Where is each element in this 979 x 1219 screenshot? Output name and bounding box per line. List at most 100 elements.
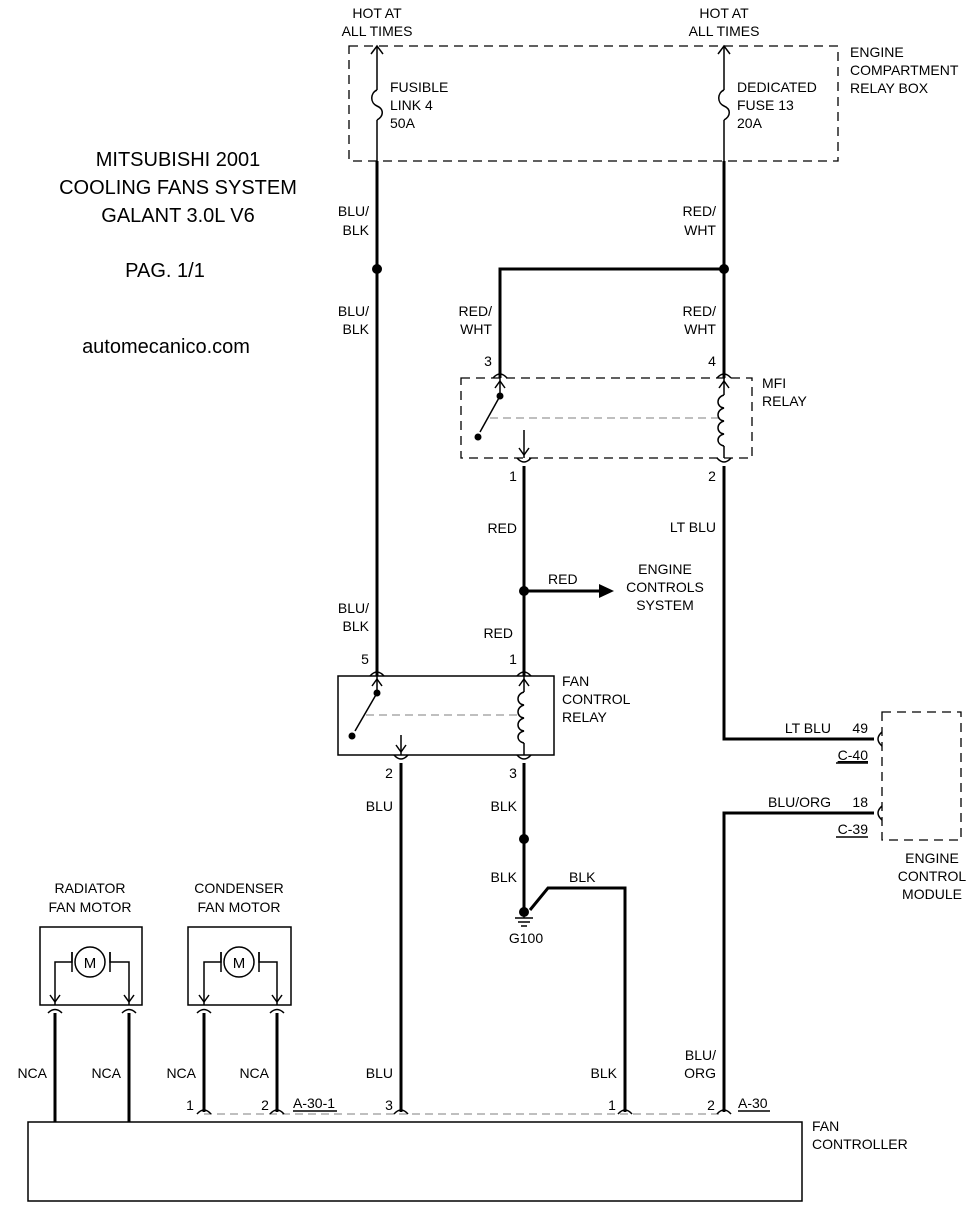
condenser-conn-a <box>196 1008 212 1014</box>
condenser-motor-label-1: CONDENSER <box>194 880 283 896</box>
fan-controller-label-1: FAN <box>812 1118 839 1134</box>
fan-controller-label-2: CONTROLLER <box>812 1136 908 1152</box>
fan-relay-pin-1: 1 <box>509 651 517 667</box>
fuse-left-label-3: 50A <box>390 115 416 131</box>
wire-label-blu-blk-3a: BLU/ <box>338 600 369 616</box>
wire-label-nca-1: NCA <box>17 1065 47 1081</box>
fuse-right-label-1: DEDICATED <box>737 79 817 95</box>
fc-pin-1b: 1 <box>608 1097 616 1113</box>
radiator-fan-motor <box>39 926 143 1006</box>
fan-relay-label-1: FAN <box>562 673 589 689</box>
relay-box-outline <box>348 45 839 162</box>
radiator-motor-symbol: M <box>84 955 97 972</box>
splice-blu-blk <box>372 264 382 274</box>
fuse-right-label-2: FUSE 13 <box>737 97 794 113</box>
relay-box-label-1: ENGINE <box>850 44 904 60</box>
wire-label-blu-blk-2b: BLK <box>343 321 370 337</box>
mfi-relay-label-1: MFI <box>762 375 786 391</box>
ground-label: G100 <box>509 930 543 946</box>
fusible-link-4 <box>370 44 384 161</box>
wire-label-blu-blk-2a: BLU/ <box>338 303 369 319</box>
relay-box-label-3: RELAY BOX <box>850 80 929 96</box>
fan-relay-pin-2: 2 <box>385 765 393 781</box>
condenser-motor-internals <box>198 946 283 1005</box>
fan-relay-label-3: RELAY <box>562 709 608 725</box>
wire-label-red-2: RED <box>483 625 513 641</box>
splice-blk <box>519 834 529 844</box>
condenser-fan-motor <box>187 926 292 1006</box>
ecm-label-1: ENGINE <box>905 850 959 866</box>
condenser-motor-symbol: M <box>233 955 246 972</box>
wire-label-red-1: RED <box>487 520 517 536</box>
wire-blk-ground <box>528 886 627 1112</box>
engine-controls-label-1: ENGINE <box>638 561 692 577</box>
fan-controller-pin-arcs <box>196 1109 732 1115</box>
wire-label-blu-org-2b: ORG <box>684 1065 716 1081</box>
fan-control-relay-outline <box>337 675 555 756</box>
condenser-conn-b <box>269 1008 285 1014</box>
ecm-label-3: MODULE <box>902 886 962 902</box>
ecm-pin-49: 49 <box>852 720 868 736</box>
ecm-connector-18 <box>877 805 883 821</box>
relay-box-label-2: COMPARTMENT <box>850 62 959 78</box>
fan-relay-label-2: CONTROL <box>562 691 631 707</box>
ecm-outline <box>881 711 962 841</box>
fc-pin-1a: 1 <box>186 1097 194 1113</box>
title-block: MITSUBISHI 2001 COOLING FANS SYSTEM GALA… <box>59 149 297 358</box>
fan-control-relay-internals <box>348 671 532 760</box>
wire-red-wht-branch <box>498 267 724 378</box>
fc-conn-a30: A-30 <box>738 1095 768 1111</box>
fuse-left-label-1: FUSIBLE <box>390 79 448 95</box>
dedicated-fuse-13 <box>717 44 731 161</box>
mfi-relay-label-2: RELAY <box>762 393 808 409</box>
wire-label-red-wht-1a: RED/ <box>683 203 717 219</box>
wire-label-red-wht-1b: WHT <box>684 222 716 238</box>
mfi-relay-outline <box>460 377 753 459</box>
engine-controls-label-2: CONTROLS <box>626 579 704 595</box>
ecm-connector-49 <box>877 731 883 747</box>
fc-conn-a301: A-30-1 <box>293 1095 335 1111</box>
mfi-pin-4: 4 <box>708 353 716 369</box>
title-line-1: MITSUBISHI 2001 <box>96 149 261 171</box>
wire-label-red-wht-3a: RED/ <box>683 303 717 319</box>
wire-label-blu-blk-3b: BLK <box>343 618 370 634</box>
wire-label-red-wht-2a: RED/ <box>459 303 493 319</box>
wire-label-blk-4: BLK <box>591 1065 618 1081</box>
wire-lt-blu <box>722 466 874 741</box>
wire-label-lt-blu-2: LT BLU <box>785 720 831 736</box>
fuse-left-label-2: LINK 4 <box>390 97 433 113</box>
wire-label-red-branch: RED <box>548 571 578 587</box>
mfi-pin-1: 1 <box>509 468 517 484</box>
wire-blu-org <box>722 811 874 1112</box>
wire-label-red-wht-3b: WHT <box>684 321 716 337</box>
fan-relay-pin-5: 5 <box>361 651 369 667</box>
page-number: PAG. 1/1 <box>125 260 205 282</box>
hot-right-1: HOT AT <box>699 5 749 21</box>
wire-label-blu-blk-1a: BLU/ <box>338 203 369 219</box>
wire-label-nca-4: NCA <box>239 1065 269 1081</box>
fan-relay-pin-3: 3 <box>509 765 517 781</box>
mfi-pin-2: 2 <box>708 468 716 484</box>
condenser-motor-label-2: FAN MOTOR <box>198 899 281 915</box>
wire-label-red-wht-2b: WHT <box>460 321 492 337</box>
fan-controller-outline <box>27 1121 803 1202</box>
radiator-motor-label-1: RADIATOR <box>54 880 125 896</box>
wire-label-lt-blu-1: LT BLU <box>670 519 716 535</box>
hot-left-2: ALL TIMES <box>342 23 413 39</box>
title-line-2: COOLING FANS SYSTEM <box>59 177 297 199</box>
fc-pin-3: 3 <box>385 1097 393 1113</box>
ecm-label-2: CONTROL <box>898 868 967 884</box>
wire-label-blu-blk-1b: BLK <box>343 222 370 238</box>
wire-label-blu-1: BLU <box>366 798 393 814</box>
radiator-motor-internals <box>49 946 135 1005</box>
wire-label-blk-1: BLK <box>491 798 518 814</box>
ground-g100-symbol <box>515 907 533 927</box>
title-line-3: GALANT 3.0L V6 <box>101 205 254 227</box>
ecm-pin-18: 18 <box>852 794 868 810</box>
fc-pin-2a: 2 <box>261 1097 269 1113</box>
hot-right-2: ALL TIMES <box>689 23 760 39</box>
wire-label-nca-3: NCA <box>166 1065 196 1081</box>
ecm-conn-c40: C-40 <box>838 747 869 763</box>
ecm-conn-c39: C-39 <box>838 821 869 837</box>
